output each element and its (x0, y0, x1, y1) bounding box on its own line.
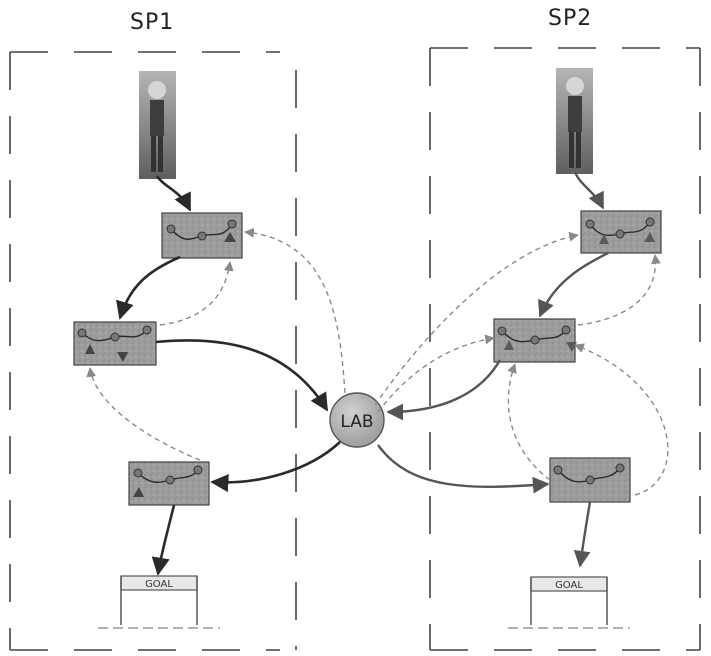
task-box-sp1-c (128, 461, 210, 506)
person-figure-icon (556, 68, 593, 174)
task-box-sp2-b (493, 318, 577, 363)
goal-label-sp1: GOAL (145, 579, 173, 590)
panel-sp1-border (9, 51, 297, 651)
lab-hub-label: LAB (340, 412, 373, 432)
solid-flow-arrows-sp2 (377, 171, 609, 568)
panel-title-sp2: SP2 (548, 6, 593, 31)
task-box-sp2-a (580, 210, 662, 254)
panel-title-sp1: SP1 (130, 10, 175, 35)
dashed-feedback-arrows (86, 227, 669, 496)
task-box-sp1-b (73, 321, 157, 366)
solid-flow-arrows-sp1 (116, 175, 341, 576)
goal-banner-icon: GOAL (98, 575, 220, 629)
panel-sp2-border (429, 47, 701, 651)
lab-hub-node: LAB (329, 392, 385, 448)
person-figure-icon (139, 71, 176, 179)
task-box-sp2-c (549, 457, 631, 503)
task-box-sp1-a (161, 212, 243, 259)
goal-banner-icon: GOAL (508, 576, 630, 629)
goal-label-sp2: GOAL (555, 580, 583, 591)
